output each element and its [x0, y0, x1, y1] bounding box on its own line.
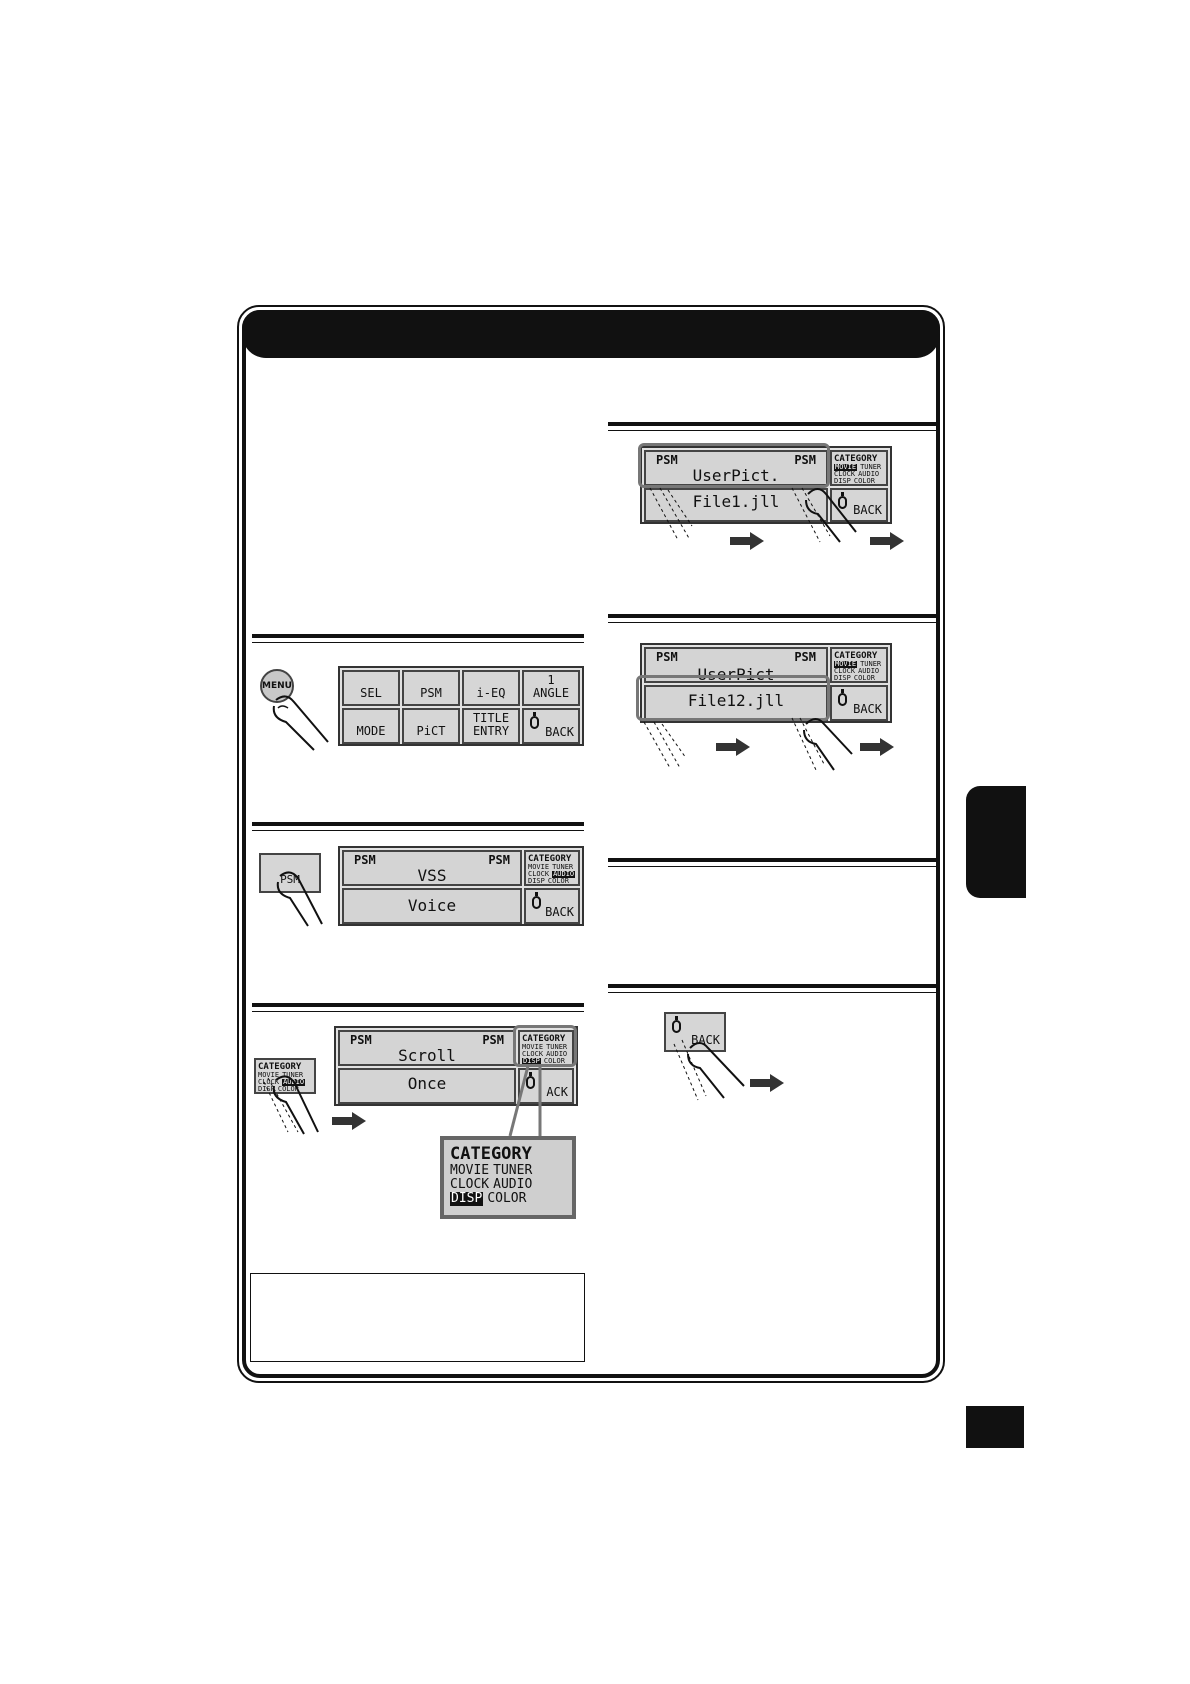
finger-icon [649, 487, 693, 541]
psm-value-strip[interactable]: File12.jll [644, 685, 828, 721]
psm-value-strip[interactable]: File1.jll [644, 488, 828, 522]
menu-psm[interactable]: PSM [402, 670, 460, 706]
finger-icon [263, 1075, 319, 1135]
category-highlight [513, 1025, 577, 1067]
menu-grid: SEL PSM i-EQ 1 ANGLE MODE PiCT TITLE ENT… [338, 666, 584, 746]
rule-right-3 [608, 858, 940, 867]
menu-back[interactable]: BACK [522, 708, 580, 744]
psm-value-text: Voice [407, 896, 457, 915]
rule-left-3 [252, 1003, 584, 1012]
psm-value-strip[interactable]: Voice [342, 888, 522, 924]
psm-next-tag: PSM [488, 853, 510, 867]
knob-icon [532, 892, 541, 909]
rule-right-1 [608, 422, 940, 431]
side-tab [966, 786, 1026, 898]
menu-title-entry[interactable]: TITLE ENTRY [462, 708, 520, 744]
page-frame [237, 305, 945, 1383]
menu-button-label: MENU [262, 681, 292, 691]
finger-icon [272, 695, 329, 751]
knob-icon [672, 1016, 681, 1033]
knob-icon [530, 712, 539, 729]
note-box [250, 1273, 585, 1362]
knob-icon [838, 492, 847, 509]
rule-right-2 [608, 614, 940, 623]
rule-right-4 [608, 984, 940, 993]
arrow-right-icon [730, 532, 764, 550]
arrow-right-icon [870, 532, 904, 550]
arrow-right-icon [860, 738, 894, 756]
menu-angle[interactable]: 1 ANGLE [522, 670, 580, 706]
psm-value-highlight [636, 675, 830, 721]
arrow-right-icon [332, 1112, 366, 1130]
back-button[interactable]: BACK [830, 685, 888, 721]
arrow-right-icon [716, 738, 750, 756]
rule-left-2 [252, 822, 584, 831]
menu-mode[interactable]: MODE [342, 708, 400, 744]
menu-pict[interactable]: PiCT [402, 708, 460, 744]
section-title-bar [242, 310, 940, 358]
zoom-connector [508, 1066, 542, 1137]
menu-sel[interactable]: SEL [342, 670, 400, 706]
finger-icon [643, 721, 687, 769]
rule-left-1 [252, 634, 584, 643]
userpict-panel-2: PSM PSM UserPict File12.jll CATEGORY MOV… [640, 643, 892, 723]
arrow-right-icon [750, 1074, 784, 1092]
back-button[interactable]: BACK [524, 888, 580, 924]
psm-item-highlight [638, 443, 830, 488]
finger-icon [276, 871, 323, 927]
knob-icon [838, 689, 847, 706]
finger-icon [673, 1039, 745, 1101]
page-number-box [966, 1406, 1024, 1448]
psm-prev-tag: PSM [354, 853, 376, 867]
psm-item-strip[interactable]: PSM PSM Scroll [338, 1030, 516, 1066]
psm-item-text: VSS [417, 866, 447, 885]
menu-ieq[interactable]: i-EQ [462, 670, 520, 706]
psm-item-strip[interactable]: PSM PSM VSS [342, 850, 522, 886]
back-button[interactable]: BACK [830, 488, 888, 522]
finger-icon [791, 717, 853, 771]
finger-icon [791, 487, 857, 543]
knob-icon [526, 1072, 535, 1089]
psm-value-strip[interactable]: Once [338, 1068, 516, 1104]
